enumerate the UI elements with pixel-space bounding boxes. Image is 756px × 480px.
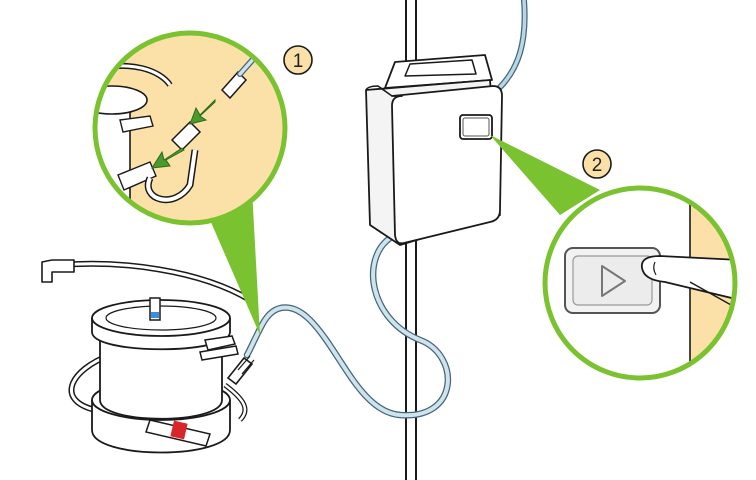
tube-connector (226, 355, 255, 386)
red-connector-band (170, 420, 188, 440)
callout-1-pointer (210, 190, 260, 335)
step-badge-2: 2 (582, 149, 612, 179)
step-badge-1: 1 (283, 45, 313, 75)
step-number-1: 1 (293, 51, 304, 72)
callout-2-zoom (542, 185, 738, 381)
main-tubing (243, 234, 452, 419)
connect-arrow-1 (189, 98, 216, 125)
pump-unit (365, 54, 503, 246)
callout-1-zoom (92, 30, 288, 226)
callout-2-pointer (490, 135, 600, 215)
step-number-2: 2 (592, 155, 603, 176)
canister (41, 259, 255, 454)
pump-play-button[interactable] (459, 114, 493, 140)
finger-pressing-icon (640, 255, 735, 301)
connect-arrow-2 (151, 147, 185, 169)
